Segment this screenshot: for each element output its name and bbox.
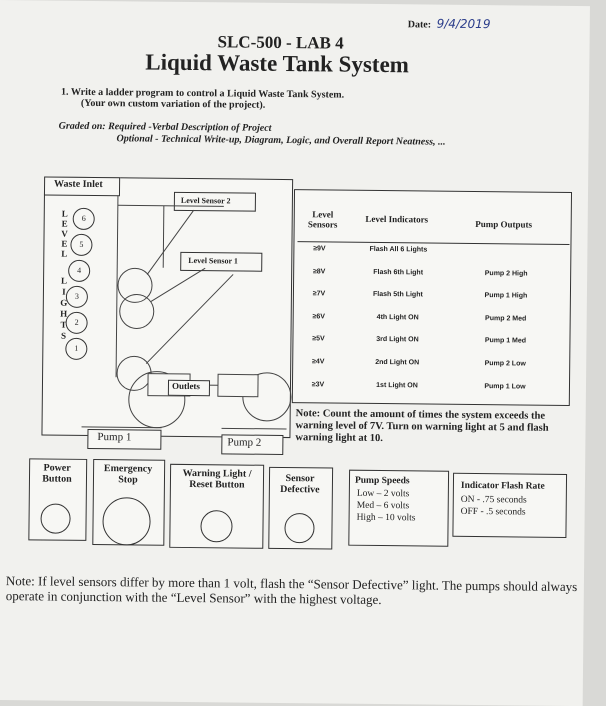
light-3: 3	[66, 286, 88, 308]
letter: E	[59, 239, 69, 249]
warning-reset-label: Warning Light / Reset Button	[175, 468, 259, 491]
flash-rate-off: OFF - .5 seconds	[461, 507, 526, 519]
lab-subtitle: Liquid Waste Tank System	[145, 50, 409, 79]
col-header-indicators: Level Indicators	[364, 214, 430, 225]
light-5: 5	[70, 234, 92, 256]
light-6: 6	[73, 208, 95, 230]
light-2: 2	[66, 312, 88, 334]
row-sensor: ≥3V	[302, 381, 334, 388]
power-button[interactable]	[40, 503, 70, 533]
sensor-defective-label: Sensor Defective	[272, 473, 328, 496]
graded-label: Graded on:	[59, 121, 106, 132]
flash-rate-title: Indicator Flash Rate	[461, 481, 545, 493]
row-sensor: ≥5V	[302, 336, 334, 343]
pump-1-label: Pump 1	[97, 431, 131, 443]
pump-speed-med: Med – 6 volts	[357, 501, 410, 513]
question-number: 1.	[61, 87, 69, 98]
row-indicator: 3rd Light ON	[358, 336, 436, 344]
pump-speeds-title: Pump Speeds	[355, 476, 410, 488]
date-label: Date:	[408, 19, 431, 30]
outlets-label: Outlets	[172, 381, 200, 391]
lights-column: 6 5 4 3 2 1	[69, 208, 99, 388]
float-sensor-1	[120, 294, 154, 328]
row-pump: Pump 1 High	[471, 292, 541, 300]
row-indicator: Flash 5th Light	[359, 291, 437, 299]
level-letters: L E V E L	[59, 209, 70, 259]
letter: V	[60, 229, 70, 239]
emergency-stop-button[interactable]	[102, 497, 151, 546]
light-1: 1	[65, 338, 87, 360]
light-4: 4	[68, 260, 90, 282]
letter: L	[59, 249, 69, 259]
question-1: 1. Write a ladder program to control a L…	[61, 87, 391, 112]
row-pump: Pump 1 Low	[470, 383, 540, 391]
letter: S	[58, 331, 68, 342]
question-line-2: (Your own custom variation of the projec…	[61, 98, 265, 111]
col-header-pumps: Pump Outputs	[474, 219, 534, 230]
row-pump: Pump 1 Med	[470, 337, 540, 345]
row-sensor: ≥6V	[303, 313, 335, 320]
row-indicator: 4th Light ON	[359, 314, 437, 322]
warning-reset-button[interactable]	[200, 510, 232, 542]
letter: L	[60, 209, 70, 219]
date-value: 9/4/2019	[437, 17, 491, 32]
row-sensor: ≥4V	[302, 358, 334, 365]
col-header-sensors: Level Sensors	[300, 209, 346, 229]
lab-sheet: Date: 9/4/2019 SLC-500 - LAB 4 Liquid Wa…	[0, 0, 590, 706]
pump-2-label: Pump 2	[227, 436, 261, 448]
grading-criteria: Graded on: Required -Verbal Description …	[58, 121, 528, 150]
emergency-stop-label: Emergency Stop	[97, 463, 159, 486]
row-sensor: ≥8V	[303, 268, 335, 275]
letter: L	[59, 276, 69, 287]
power-button-label: Power Button	[31, 462, 83, 485]
flash-rate-on: ON - .75 seconds	[461, 495, 527, 507]
row-pump: Pump 2 Med	[471, 315, 541, 323]
row-indicator: Flash 6th Light	[359, 268, 437, 276]
warning-note: Note: Count the amount of times the syst…	[295, 408, 565, 447]
graded-required: Required -Verbal Description of Project	[108, 121, 271, 134]
row-pump: Pump 2 Low	[470, 360, 540, 368]
row-indicator: 2nd Light ON	[358, 359, 436, 367]
row-pump: Pump 2 High	[471, 270, 541, 278]
pump-speed-high: High – 10 volts	[357, 513, 416, 525]
row-sensor: ≥9V	[303, 245, 335, 252]
row-indicator: 1st Light ON	[358, 381, 436, 389]
lights-letters: L I G H T S	[58, 276, 69, 342]
row-indicator: Flash All 6 Lights	[359, 246, 437, 254]
date-field: Date: 9/4/2019	[408, 16, 491, 31]
row-sensor: ≥7V	[303, 290, 335, 297]
sensor-defective-light	[284, 513, 314, 543]
graded-optional: Optional - Technical Write-up, Diagram, …	[58, 133, 445, 148]
letter: E	[60, 219, 70, 229]
pump-speed-low: Low – 2 volts	[357, 489, 410, 501]
bottom-note: Note: If level sensors differ by more th…	[6, 573, 586, 609]
